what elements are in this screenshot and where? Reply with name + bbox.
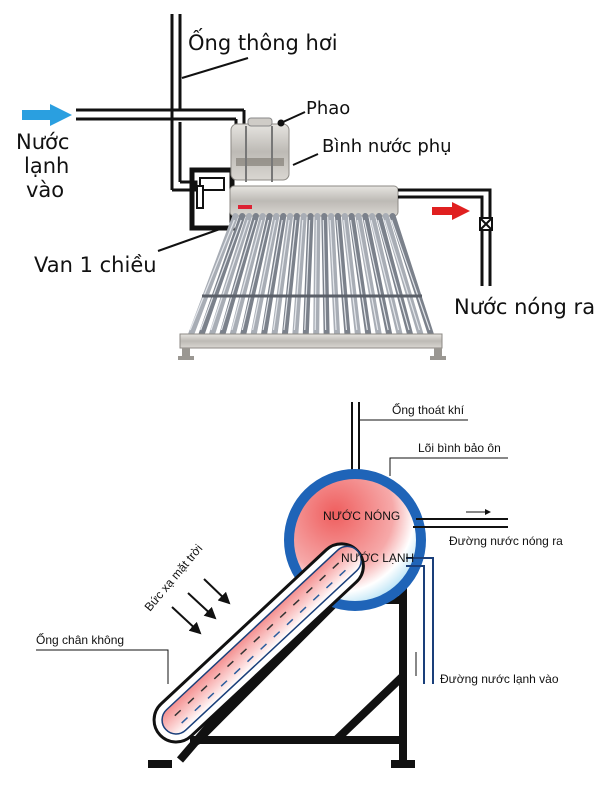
vacuum-tube-highlight: [391, 219, 431, 331]
vacuum-tube: [334, 213, 351, 337]
vacuum-tube-highlight: [200, 219, 242, 331]
air-vent-pipe: [351, 402, 360, 476]
stand-foot-right: [391, 760, 415, 768]
top-diagram: Ống thông hơi Phao Bình nước phụ Nước lạ…: [16, 14, 595, 360]
stand-foot-left: [148, 760, 172, 768]
label-solar-radiation: Bức xạ mặt trời: [142, 542, 206, 614]
tank-core-leader: [389, 457, 508, 476]
solar-radiation-arrows: [171, 578, 231, 635]
vacuum-tube-highlight: [272, 219, 290, 331]
vacuum-tube-highlight: [252, 219, 277, 331]
vacuum-tube-highlight: [262, 219, 283, 331]
label-cold-water: NƯỚC LẠNH: [341, 550, 414, 565]
vacuum-tube-highlight: [293, 219, 304, 331]
aux-tank: [230, 117, 290, 182]
vent-pipe-leader: [181, 57, 249, 79]
label-cold-in-3: vào: [26, 178, 64, 202]
hot-outlet-pipe: [398, 188, 493, 286]
vacuum-tube: [152, 542, 365, 744]
label-vacuum-tube: Ống chân không: [36, 632, 124, 647]
vacuum-tube-highlight: [349, 219, 368, 331]
label-check-valve: Van 1 chiều: [34, 253, 157, 277]
vacuum-tube-highlight: [241, 219, 270, 331]
vacuum-tube-highlight: [231, 219, 263, 331]
label-tank-core: Lõi bình bảo ôn: [418, 441, 501, 455]
label-hot-out-line: Đường nước nóng ra: [449, 534, 563, 548]
vacuum-tube-highlight: [336, 219, 348, 331]
float-leader: [282, 111, 306, 123]
vacuum-tube-leader: [36, 649, 169, 684]
label-cold-in-line: Đường nước lạnh vào: [440, 672, 559, 686]
cold-inlet-line: [406, 557, 434, 684]
bottom-diagram: Ống thoát khí Lõi bình bảo ôn NƯỚC NÓNG …: [36, 402, 563, 768]
label-air-vent: Ống thoát khí: [392, 402, 465, 417]
vent-pipe: [170, 14, 198, 192]
vacuum-tube: [281, 213, 300, 337]
panel-frame: [178, 333, 446, 360]
label-float: Phao: [306, 98, 350, 119]
check-valve-leader: [157, 228, 221, 252]
vacuum-tube-highlight: [220, 219, 256, 331]
vacuum-tube: [321, 213, 330, 337]
vacuum-tube-highlight: [210, 219, 249, 331]
main-tank: [229, 185, 399, 217]
cold-inlet-pipe: [76, 108, 246, 130]
float-dot: [277, 119, 285, 127]
vacuum-tube-highlight: [314, 219, 318, 331]
vacuum-tube: [341, 213, 361, 337]
cold-water-arrow: [22, 104, 72, 126]
label-aux-tank: Bình nước phụ: [322, 136, 452, 157]
label-cold-in-1: Nước: [16, 130, 69, 154]
vacuum-tube-highlight: [283, 219, 297, 331]
vacuum-tube-highlight: [343, 219, 358, 331]
label-vent-pipe: Ống thông hơi: [188, 27, 338, 55]
vacuum-tube-highlight: [356, 219, 379, 331]
hot-outlet-line: [413, 509, 508, 528]
label-hot-water: NƯỚC NÓNG: [323, 508, 400, 523]
label-cold-in-2: lạnh: [24, 154, 69, 178]
aux-tank-leader: [292, 153, 319, 166]
vacuum-tube: [328, 213, 341, 337]
vacuum-tube-panel: [188, 213, 434, 337]
vacuum-tube-highlight: [322, 219, 327, 331]
vacuum-tube: [292, 213, 307, 337]
vacuum-tube-highlight: [384, 219, 420, 331]
vacuum-tube: [313, 213, 321, 337]
vacuum-tube: [271, 213, 294, 337]
vacuum-tube: [302, 213, 314, 337]
hot-water-arrow: [432, 202, 470, 220]
vacuum-tube-highlight: [304, 219, 311, 331]
vacuum-tube-highlight: [329, 219, 337, 331]
vacuum-tube-highlight: [363, 219, 389, 331]
connector-pipes: [189, 167, 235, 231]
vacuum-tube-highlight: [189, 219, 235, 331]
vacuum-tube-highlight: [370, 219, 400, 331]
vacuum-tube-highlight: [377, 219, 410, 331]
label-hot-out: Nước nóng ra: [454, 295, 595, 319]
